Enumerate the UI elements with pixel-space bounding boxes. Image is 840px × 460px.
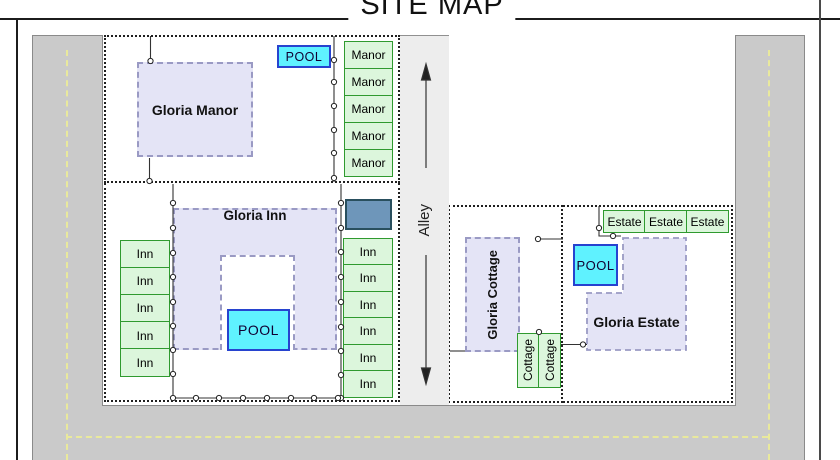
unit-inn: Inn (343, 343, 393, 372)
alley-label: Alley (416, 204, 433, 237)
inn-building-label: Gloria Inn (223, 208, 287, 223)
cottage-units: Cottage Cottage (517, 333, 561, 388)
estate-pool: POOL (573, 244, 618, 286)
unit-inn: Inn (343, 264, 393, 293)
manor-units: Manor Manor Manor Manor Manor (344, 41, 393, 177)
unit-cottage: Cottage (538, 333, 561, 388)
unit-estate: Estate (685, 210, 729, 233)
inn-right-units: Inn Inn Inn Inn Inn Inn (343, 238, 393, 399)
unit-manor: Manor (344, 67, 393, 97)
estate-lot (563, 205, 733, 403)
cottage-building-label: Gloria Cottage (485, 249, 500, 340)
unit-estate: Estate (644, 210, 688, 233)
unit-inn: Inn (120, 348, 170, 377)
bottom-road-centerline (66, 436, 768, 438)
right-road-centerline (768, 50, 770, 460)
unit-inn: Inn (120, 294, 170, 323)
unit-inn: Inn (343, 370, 393, 399)
utility-building (345, 199, 392, 230)
unit-inn: Inn (343, 290, 393, 319)
right-road (735, 35, 805, 406)
frame-left-line (16, 18, 18, 460)
inn-left-units: Inn Inn Inn Inn Inn (120, 240, 170, 377)
estate-building-label: Gloria Estate (593, 314, 680, 330)
unit-inn: Inn (120, 321, 170, 350)
page-title: SITE MAP (348, 0, 516, 20)
unit-manor: Manor (344, 148, 393, 177)
cottage-building: Gloria Cottage (465, 237, 520, 352)
unit-manor: Manor (344, 94, 393, 124)
unit-inn: Inn (343, 317, 393, 346)
unit-manor: Manor (344, 121, 393, 151)
manor-building: Gloria Manor (137, 62, 253, 157)
inn-pool: POOL (227, 309, 290, 351)
bottom-road (32, 405, 805, 460)
unit-estate: Estate (603, 210, 647, 233)
estate-units: Estate Estate Estate (603, 210, 729, 233)
manor-pool: POOL (277, 45, 331, 68)
manor-building-label: Gloria Manor (151, 101, 239, 118)
unit-inn: Inn (120, 267, 170, 296)
unit-manor: Manor (344, 41, 393, 70)
alley: Alley (400, 35, 449, 405)
left-road-centerline (66, 50, 68, 460)
frame-right-line (819, 0, 821, 460)
unit-inn: Inn (120, 240, 170, 269)
unit-cottage: Cottage (517, 333, 540, 388)
unit-inn: Inn (343, 238, 393, 266)
